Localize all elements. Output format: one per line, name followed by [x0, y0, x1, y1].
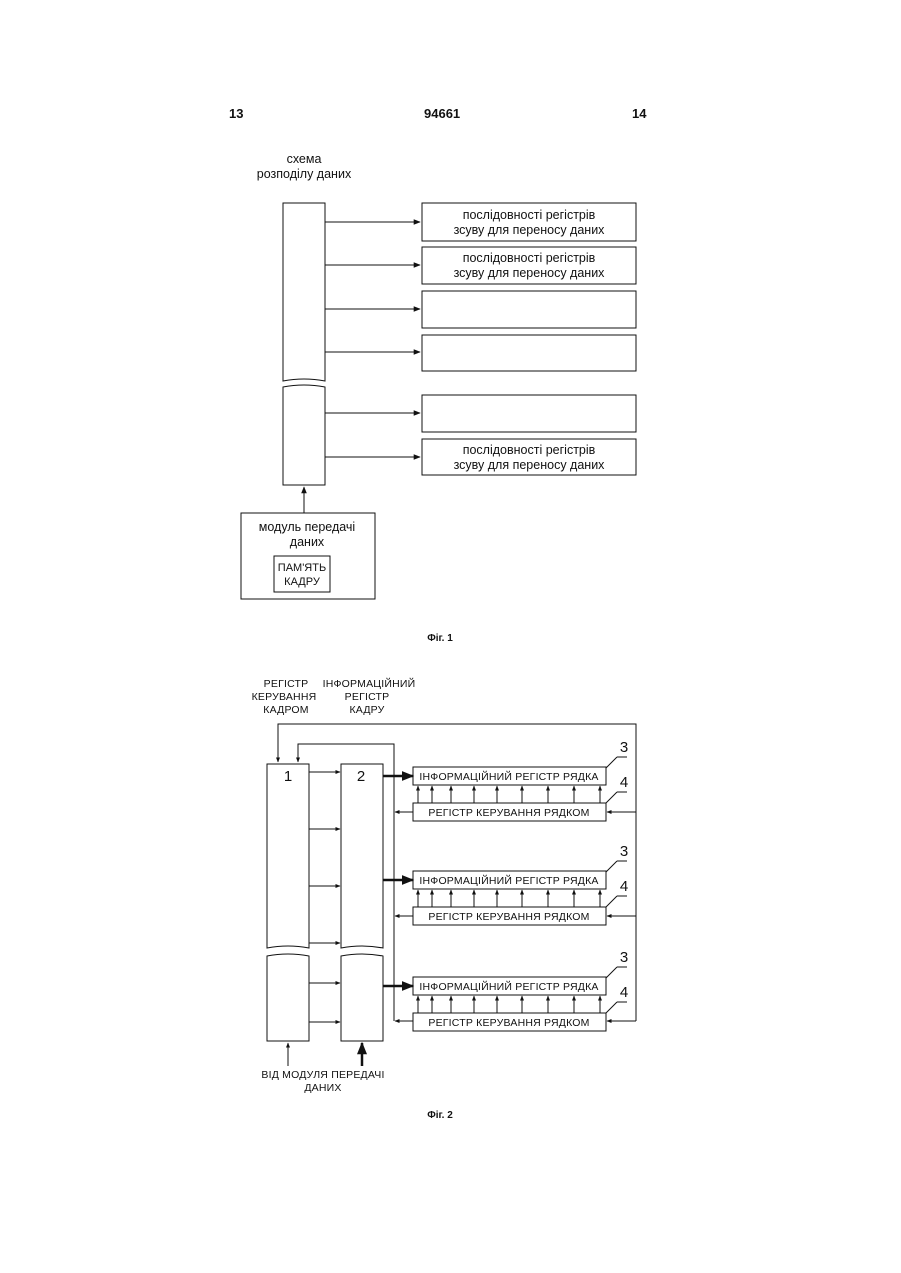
ref-numeral-4-b: 4: [620, 878, 628, 895]
row-info-label-2: ІНФОРМАЦІЙНИЙ РЕГІСТР РЯДКА: [419, 874, 598, 887]
shift-register-box-3: [422, 291, 636, 328]
shift-register-2-line2: зсуву для переносу даних: [454, 266, 606, 280]
ref-3-leader-2: [606, 861, 617, 872]
distribution-label-line2: розподілу даних: [257, 167, 352, 181]
fig2-caption: Фіг. 2: [427, 1110, 453, 1121]
ref-4-leader-2: [606, 896, 617, 907]
shift-register-box-4: [422, 335, 636, 371]
outer-feedback-line: [278, 724, 636, 1021]
distribution-scheme-top: [283, 203, 325, 381]
frame-memory-line1: ПАМ'ЯТЬ: [278, 562, 326, 574]
frame-info-register-bottom: [341, 954, 383, 1041]
frame-control-label-line3: КАДРОМ: [263, 704, 308, 716]
shift-register-2-line1: послідовності регістрів: [463, 251, 596, 265]
shift-register-6-line1: послідовності регістрів: [463, 443, 596, 457]
ref-numeral-4-a: 4: [620, 774, 628, 791]
distribution-scheme-bottom: [283, 385, 325, 485]
fig1-text: схема розподілу даних послідовності регі…: [257, 152, 605, 644]
transfer-module-line1: модуль передачі: [259, 520, 355, 534]
frame-control-label-line1: РЕГІСТР: [264, 678, 309, 690]
frame-control-register-top: [267, 764, 309, 948]
row-info-label-3: ІНФОРМАЦІЙНИЙ РЕГІСТР РЯДКА: [419, 980, 598, 993]
frame-info-register-top: [341, 764, 383, 948]
shift-register-1-line2: зсуву для переносу даних: [454, 223, 606, 237]
ref-4-leader-1: [606, 792, 617, 803]
transfer-module-line2: даних: [290, 535, 325, 549]
ref-numeral-4-c: 4: [620, 984, 628, 1001]
from-module-label-line2: ДАНИХ: [304, 1082, 341, 1094]
frame-info-label-line3: КАДРУ: [349, 704, 384, 716]
frame-control-label-line2: КЕРУВАННЯ: [252, 691, 317, 703]
ref-numeral-3-b: 3: [620, 843, 628, 860]
distribution-label-line1: схема: [287, 152, 322, 166]
row-control-label-2: РЕГІСТР КЕРУВАННЯ РЯДКОМ: [428, 911, 589, 923]
frame-memory-line2: КАДРУ: [284, 576, 321, 588]
row-info-label-1: ІНФОРМАЦІЙНИЙ РЕГІСТР РЯДКА: [419, 770, 598, 783]
shift-register-1-line1: послідовності регістрів: [463, 208, 596, 222]
ref-4-leader-3: [606, 1002, 617, 1013]
row-control-label-1: РЕГІСТР КЕРУВАННЯ РЯДКОМ: [428, 807, 589, 819]
frame-info-label-line2: РЕГІСТР: [345, 691, 390, 703]
row-control-label-3: РЕГІСТР КЕРУВАННЯ РЯДКОМ: [428, 1017, 589, 1029]
ref-numeral-3-c: 3: [620, 949, 628, 966]
from-module-label-line1: ВІД МОДУЛЯ ПЕРЕДАЧІ: [261, 1069, 384, 1081]
column-2-number: 2: [357, 768, 365, 785]
shift-register-box-5: [422, 395, 636, 432]
fig1-caption: Фіг. 1: [427, 633, 453, 644]
ref-3-leader-3: [606, 967, 617, 978]
column-1-number: 1: [284, 768, 292, 785]
shift-register-6-line2: зсуву для переносу даних: [454, 458, 606, 472]
ref-numeral-3-a: 3: [620, 739, 628, 756]
control-to-info-arrows: [418, 786, 600, 1013]
frame-control-register-bottom: [267, 954, 309, 1041]
frame-info-label-line1: ІНФОРМАЦІЙНИЙ: [323, 677, 416, 690]
ref-3-leader-1: [606, 757, 617, 768]
inner-feedback-line: [298, 744, 394, 1021]
